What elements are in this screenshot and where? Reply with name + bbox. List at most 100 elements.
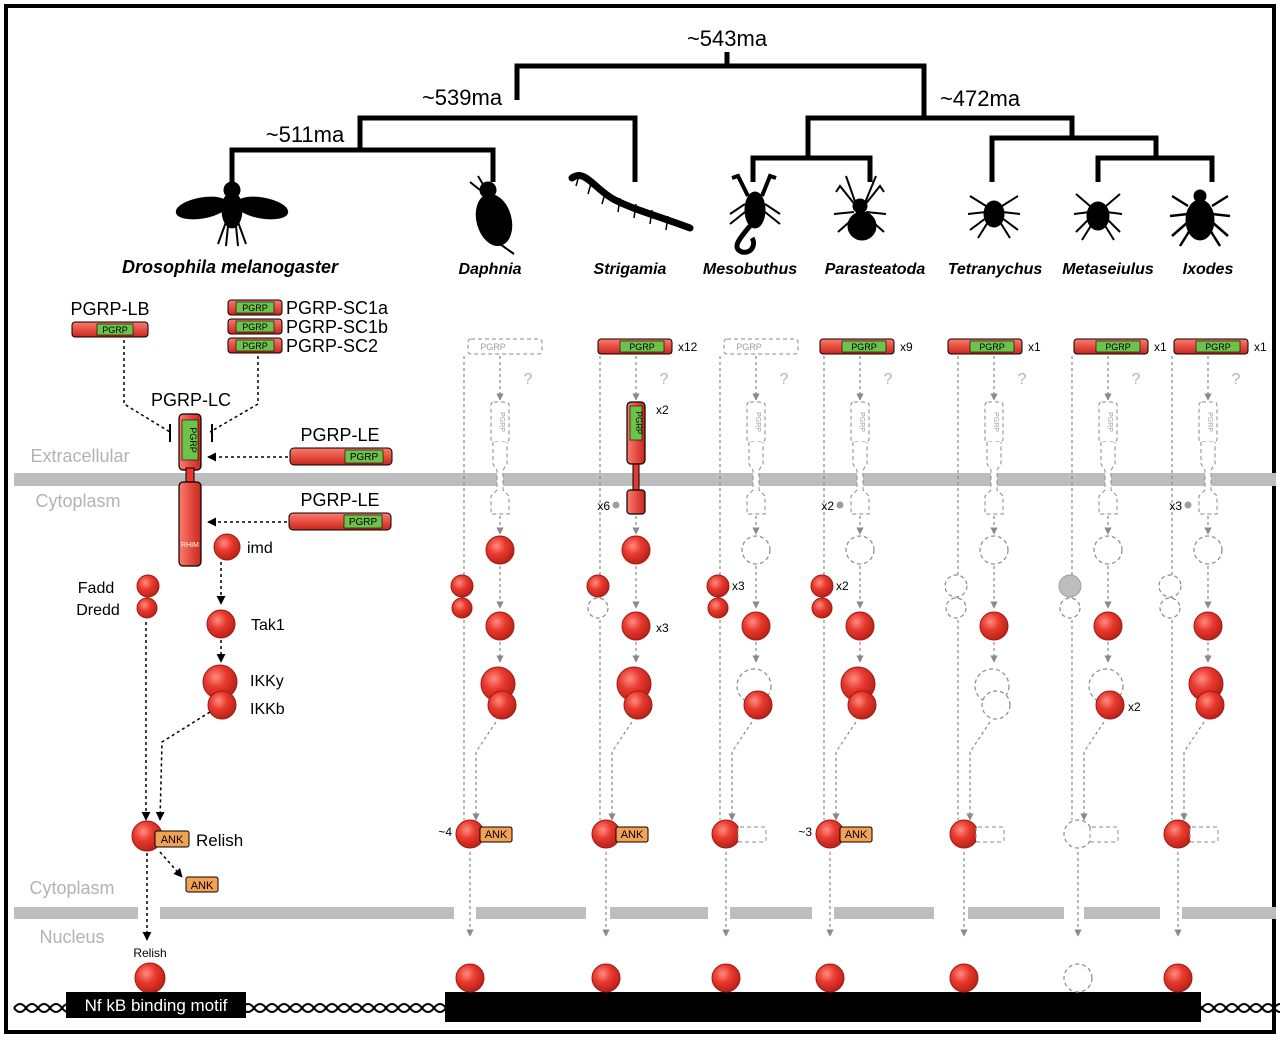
- species-name-daphnia: Daphnia: [458, 261, 521, 278]
- pgrp-domain-label: PGRP: [858, 412, 865, 432]
- strigamia-dredd-protein-absent: [587, 597, 609, 619]
- pgrp-domain-label: PGRP: [992, 412, 999, 432]
- metaseiulus-dredd-protein-absent: [1059, 597, 1081, 619]
- tetranychus-relish-protein: [949, 819, 1005, 849]
- daphnia-secreted-pgrp: PGRP: [467, 338, 543, 355]
- relish-label: Relish: [196, 831, 243, 850]
- signal-arrow: [1180, 721, 1205, 821]
- daphnia-relish-protein: ANK~4: [438, 819, 513, 849]
- pgrp-domain-label: PGRP: [1105, 342, 1131, 352]
- pgrp-lc-receptor: PGRP RHIM: [178, 413, 202, 567]
- rhim-protein-dot: [836, 501, 844, 509]
- relish-ank-domain: ANK: [154, 830, 190, 848]
- tak1-protein: [206, 609, 236, 639]
- mesobuthus-imd-protein-absent: [741, 535, 771, 565]
- species-name-metaseiulus: Metaseiulus: [1062, 261, 1154, 278]
- relish-copy-count: ~4: [438, 825, 452, 839]
- pgrp-domain-label: PGRP: [1106, 412, 1113, 432]
- daphnia-nuclear-relish-protein: [455, 963, 485, 993]
- parasteatoda-dredd-protein: [811, 597, 833, 619]
- pgrp-domain-label: PGRP: [102, 325, 128, 335]
- species-name-drosophila: Drosophila melanogaster: [122, 257, 339, 277]
- pgrp-copy-count: x1: [1028, 340, 1041, 354]
- pgrp-domain-label: PGRP: [350, 452, 379, 463]
- daphnia-fadd-protein: [450, 574, 474, 598]
- pgrp-sc1a-label: PGRP-SC1a: [286, 298, 389, 318]
- pgrp-le-cytoplasm-label: PGRP-LE: [300, 490, 379, 510]
- fadd-protein: [136, 574, 160, 598]
- nuclear-relish-protein: [134, 962, 166, 994]
- mesobuthus-fadd-protein: [706, 574, 730, 598]
- daphnia-dredd-protein: [451, 597, 473, 619]
- pgrp-domain-label: PGRP: [754, 412, 761, 432]
- pgrp-lb-protein: PGRP: [71, 321, 149, 338]
- strigamia-pgrp-receptor: PGRP: [626, 401, 646, 515]
- tetranychus-ikk-beta-protein-absent: [981, 690, 1011, 720]
- drosophila-pathway: PGRP-LB PGRP PGRP PGRP-SC1a PGRP PGRP-SC…: [70, 298, 393, 994]
- cleaved-ank-domain: ANK: [185, 876, 219, 893]
- strigamia-nuclear-relish-protein: [591, 963, 621, 993]
- parasteatoda-relish-protein: ANK ~3: [798, 819, 873, 849]
- mesobuthus-secreted-pgrp: PGRP: [723, 338, 799, 355]
- tetranychus-tak1-protein: [979, 611, 1009, 641]
- relish-copy-count: ~3: [798, 825, 812, 839]
- phylogenetic-tree: [229, 52, 1215, 182]
- ixodes-pgrp-receptor: PGRP: [1198, 401, 1218, 515]
- daphnia-imd-protein: [485, 535, 515, 565]
- pgrp-sc1b-protein: PGRP: [227, 318, 283, 335]
- parasteatoda-nuclear-relish-protein: [815, 963, 845, 993]
- strigamia-fadd-protein: [586, 574, 610, 598]
- mesobuthus-nuclear-relish-protein: [711, 963, 741, 993]
- pgrp-lb-label: PGRP-LB: [70, 299, 149, 319]
- nuclear-membrane: [14, 907, 1276, 919]
- ixodes-nuclear-relish-protein: [1163, 963, 1193, 993]
- rhim-domain-label: RHIM: [181, 542, 199, 549]
- parasteatoda-imd-protein-absent: [845, 535, 875, 565]
- rhim-copy-count: x6: [597, 499, 610, 513]
- ixodes-ikk-beta-protein: [1195, 690, 1225, 720]
- fadd-label: Fadd: [78, 580, 114, 597]
- pgrp-domain-label: PGRP: [498, 412, 505, 432]
- fadd-copy-count: x3: [732, 579, 745, 593]
- tetranychus-imd-protein-absent: [979, 535, 1009, 565]
- pgrp-sc1a-protein: PGRP: [227, 299, 283, 316]
- strigamia-relish-protein: ANK: [591, 819, 649, 849]
- ank-domain-label: ANK: [845, 829, 868, 841]
- parasteatoda-pgrp-receptor: PGRP: [850, 401, 870, 515]
- ixodes-imd-protein-absent: [1193, 535, 1223, 565]
- ixodes-relish-protein: [1163, 819, 1219, 849]
- nfkb-binding-motif-label: Nf kB binding motif: [85, 996, 228, 1015]
- parasteatoda-fadd-protein: [810, 574, 834, 598]
- pgrp-domain-label: PGRP: [242, 322, 268, 332]
- pgrp-copy-count: x9: [900, 340, 913, 354]
- fadd-copy-count: x2: [836, 579, 849, 593]
- mesobuthus-dredd-protein: [707, 597, 729, 619]
- imd-label: imd: [247, 540, 273, 557]
- tick-icon: [1169, 189, 1231, 247]
- pgrp-domain-label: PGRP: [242, 303, 268, 313]
- fly-icon: [175, 181, 289, 247]
- extracellular-label: Extracellular: [30, 446, 129, 466]
- metaseiulus-tak1-protein: [1093, 611, 1123, 641]
- pgrp-lc-label: PGRP-LC: [151, 390, 231, 410]
- metaseiulus-pgrp-receptor: PGRP: [1098, 401, 1118, 515]
- centipede-icon: [568, 171, 694, 232]
- dredd-protein: [136, 597, 158, 619]
- pgrp-le-cytoplasm-protein: PGRP: [288, 512, 392, 531]
- ikk-gamma-label: IKKy: [250, 673, 284, 690]
- pgrp-domain-label: PGRP: [1205, 342, 1231, 352]
- pgrp-domain-label: PGRP: [634, 412, 643, 435]
- right-clade-age-label: ~472ma: [940, 86, 1021, 111]
- pgrp-copy-count: x12: [678, 340, 698, 354]
- arthropod-binding-motif-box: [445, 992, 1201, 1022]
- rhim-copy-count: x3: [1169, 499, 1182, 513]
- pgrp-domain-label: PGRP: [1206, 412, 1213, 432]
- cell-membrane: [14, 473, 1276, 486]
- ikk-copy-count: x2: [1128, 700, 1141, 714]
- metaseiulus-nuclear-relish-protein-absent: [1063, 963, 1093, 993]
